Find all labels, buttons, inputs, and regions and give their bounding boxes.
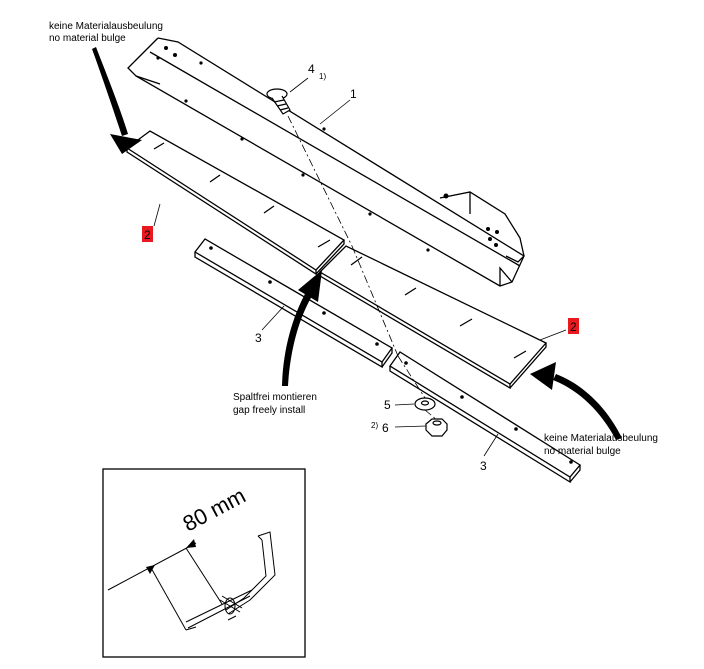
arrow-no-bulge-right: [530, 362, 622, 440]
bracket-holes: [156, 46, 499, 252]
detail-inset-frame: [102, 468, 306, 658]
plate-part-2-right: [318, 245, 548, 390]
screw-part-4: [266, 88, 291, 115]
center-lines: [287, 115, 438, 421]
bar-part-3-left: [194, 238, 393, 369]
note-top-en: no material bulge: [49, 33, 126, 44]
bar-right-holes: [404, 361, 573, 464]
nut-part-6: [425, 418, 448, 437]
callout-part-3-right: 3: [480, 459, 487, 473]
highlight-badge-right: [568, 318, 579, 334]
callout-part-2-left: 2: [144, 228, 151, 242]
note-right-en: no material bulge: [544, 446, 621, 457]
plate-part-2-left: [125, 130, 346, 276]
dimension-arrows: [146, 539, 196, 574]
arrow-gap-free: [282, 270, 322, 386]
note-top-de: keine Materialausbeulung: [49, 21, 163, 32]
callout-part-5: 5: [384, 398, 391, 412]
callout-part-6: 6: [382, 421, 389, 435]
callout-part-3-left: 3: [255, 331, 262, 345]
bracket-part-1: [127, 37, 526, 287]
note-middle-en: gap freely install: [233, 405, 305, 416]
note-middle-de: Spaltfrei montieren: [233, 392, 317, 403]
leader-lines: [153, 77, 567, 457]
callout-part-4: 4: [308, 62, 315, 76]
callout-part-1: 1: [350, 87, 357, 101]
washer-part-5: [414, 397, 436, 411]
callout-part-2-right: 2: [570, 320, 577, 334]
highlight-badge-left: [142, 226, 153, 242]
callout-part-6-footnote: 2): [371, 421, 378, 430]
bar-left-holes: [209, 246, 379, 346]
arrow-no-bulge-top: [92, 47, 142, 154]
callout-part-4-footnote: 1): [319, 72, 326, 81]
note-right-de: keine Materialausbeulung: [544, 433, 658, 444]
bar-part-3-right: [389, 351, 581, 484]
